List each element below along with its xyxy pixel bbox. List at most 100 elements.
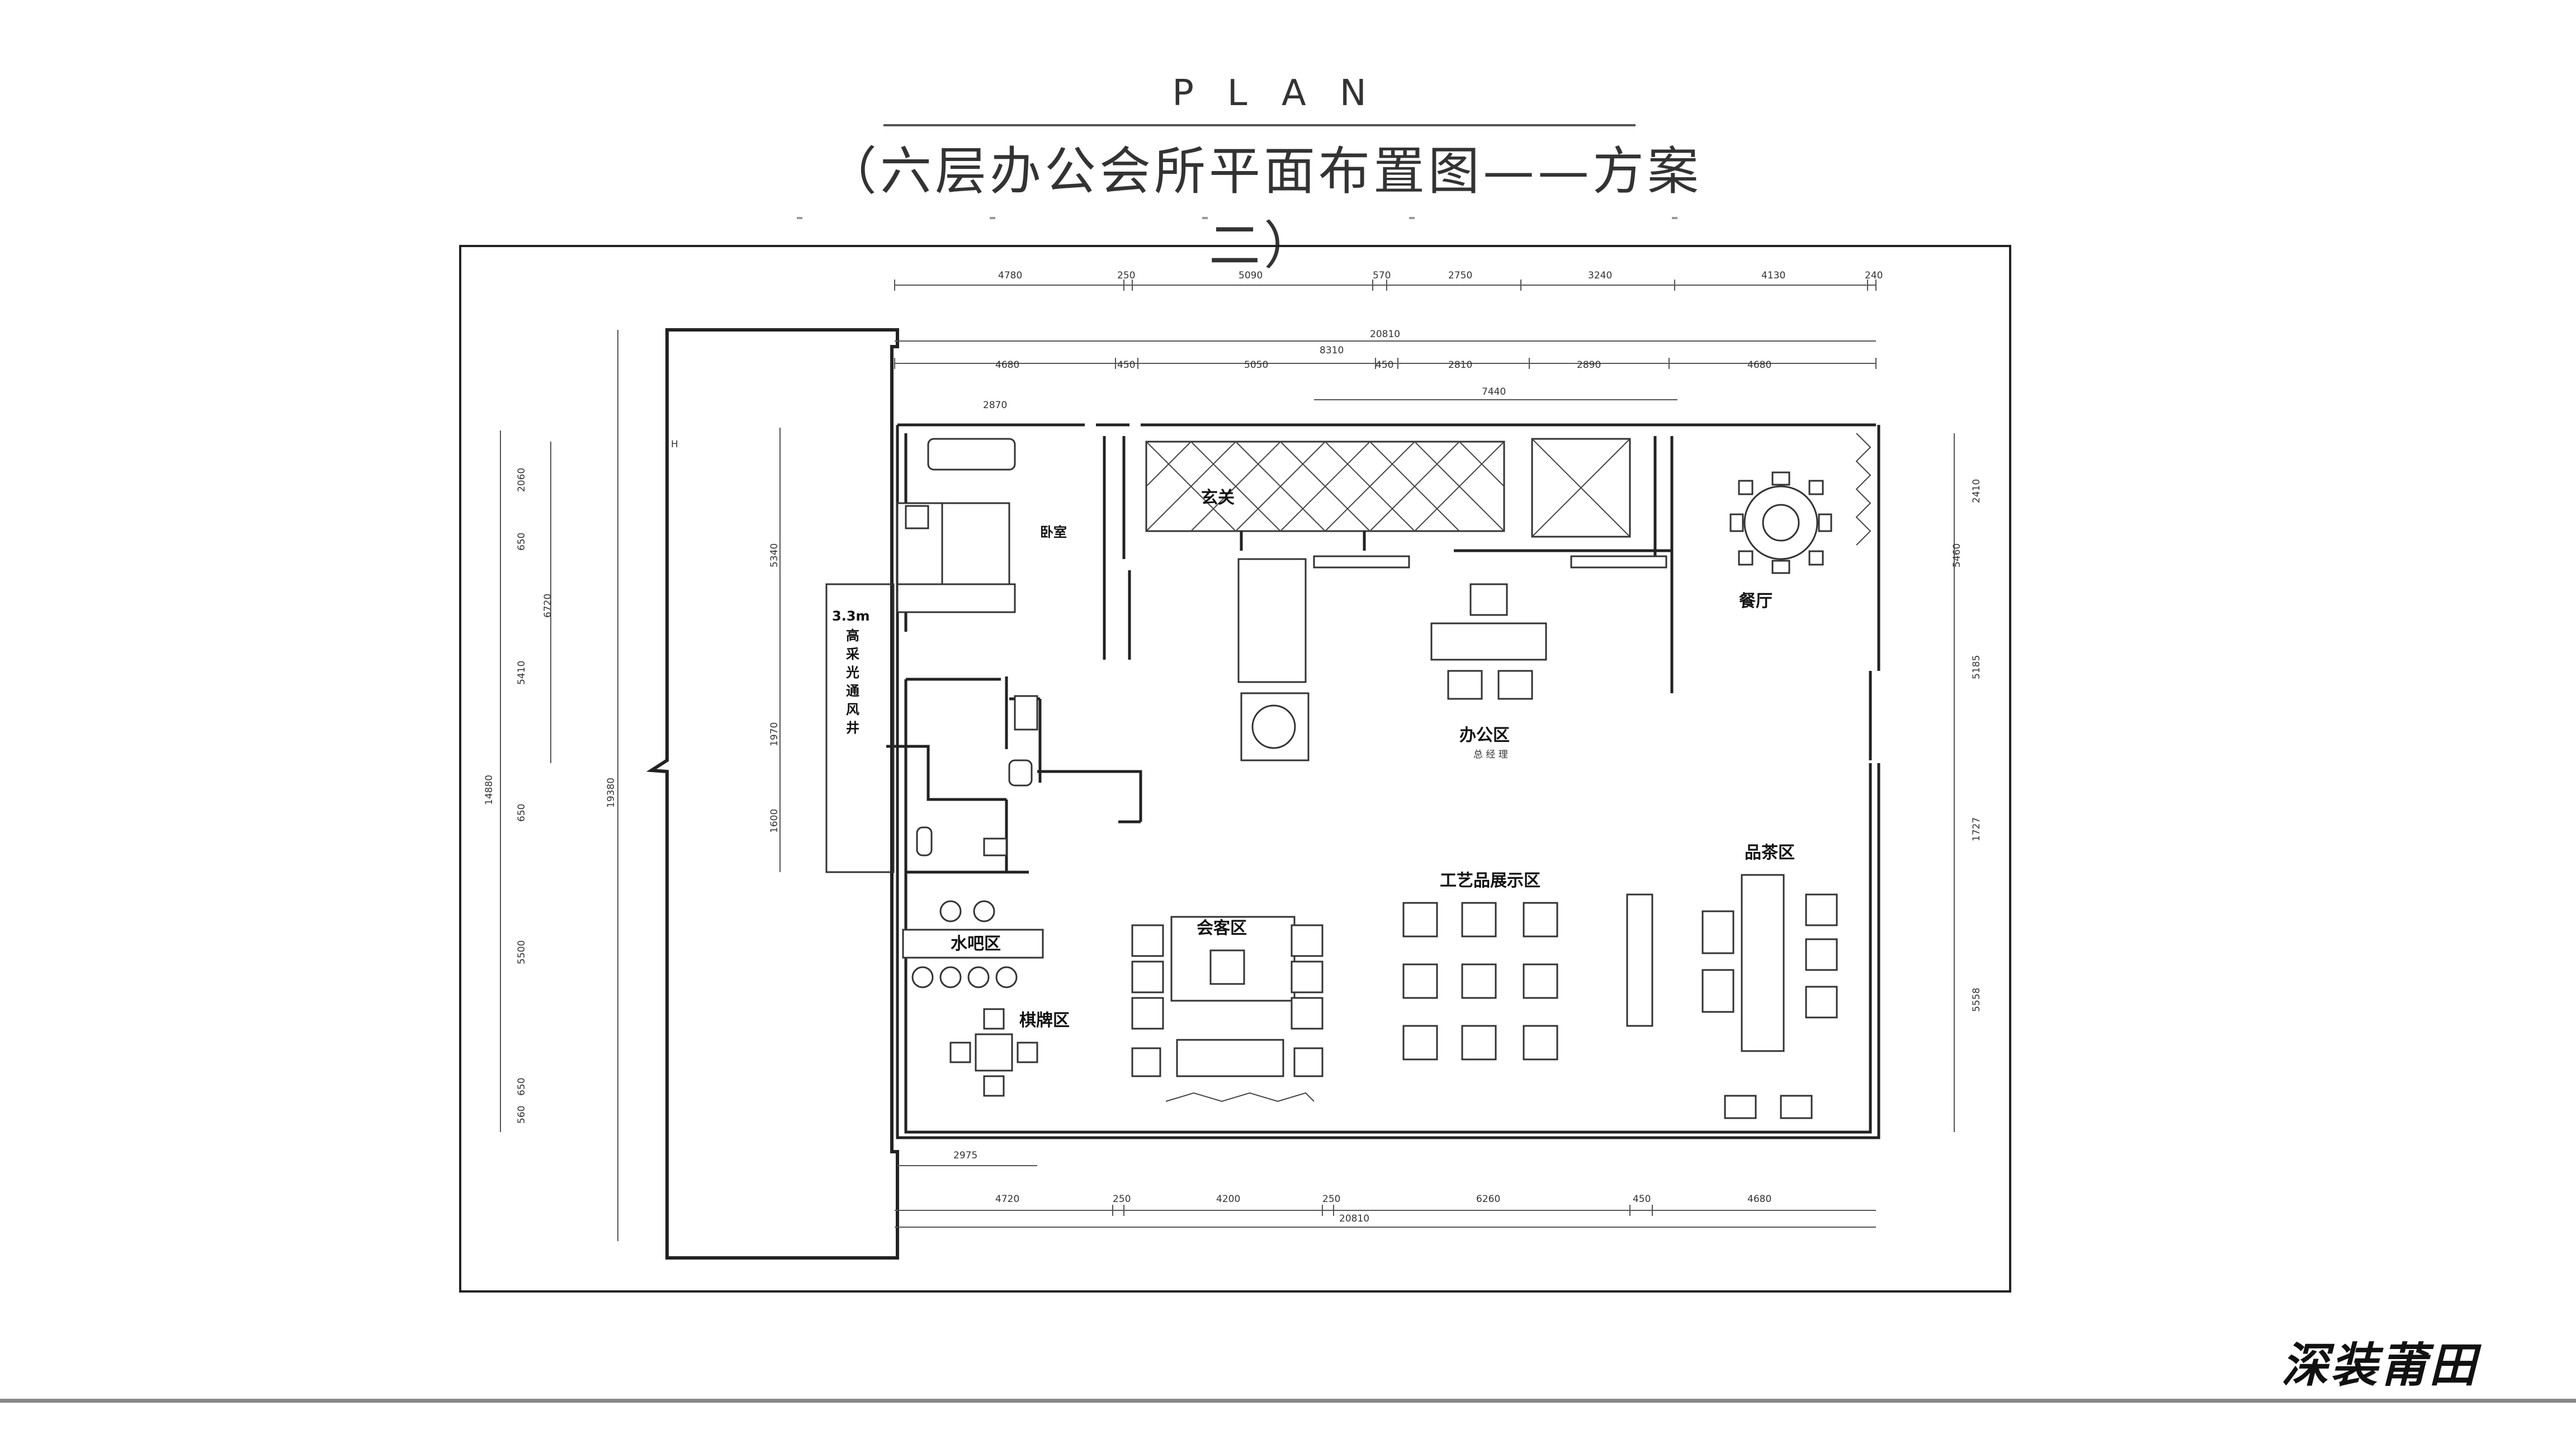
label-entrance: 玄关	[1201, 488, 1235, 508]
dim-top-4: 2750	[1448, 270, 1472, 281]
dim-row2-6: 4680	[1747, 359, 1771, 371]
label-reception: 会客区	[1197, 919, 1247, 938]
dim-row2-2: 5050	[1244, 359, 1268, 371]
water-bar	[902, 900, 1044, 988]
dim-bot-4: 6260	[1476, 1194, 1500, 1205]
dimension-texts-top: 4780 250 5090 570 2750 3240 4130 240 208…	[983, 270, 1883, 411]
dim-bot-total: 20810	[1339, 1213, 1369, 1224]
dimension-texts-right: 2410 5460 5185 1727 5558	[1951, 479, 1982, 1012]
folding-door	[1855, 433, 1871, 546]
dim-top-sub: 8310	[1320, 345, 1344, 356]
dim-top-3: 570	[1373, 270, 1391, 281]
dim-top-total: 20810	[1370, 329, 1400, 340]
dim-left-total: 14880	[484, 775, 495, 805]
window-grille-2	[1570, 555, 1667, 569]
dim-inner-1: 1970	[769, 722, 780, 746]
label-shaft-4: 风	[846, 702, 859, 717]
drawing-frame	[459, 245, 2011, 1293]
dim-left-4: 5500	[516, 940, 527, 964]
dim-right-0: 2410	[1971, 479, 1982, 503]
dim-left-mid: 6720	[542, 594, 554, 618]
dim-row2-3: 450	[1376, 359, 1393, 371]
dim-row2-1: 450	[1117, 359, 1135, 371]
label-bedroom: 卧室	[1040, 524, 1067, 540]
label-shaft-5: 井	[846, 720, 859, 736]
basin-1	[983, 837, 1008, 856]
dim-top-6: 4130	[1761, 270, 1785, 281]
plan-subtitle: （六层办公会所平面布置图——方案二）	[825, 141, 1702, 276]
footer-rule	[0, 1399, 2576, 1403]
dim-inner-2: 1600	[769, 809, 780, 833]
dim-top-1: 250	[1117, 270, 1135, 281]
label-chess: 棋牌区	[1019, 1011, 1070, 1030]
chess-table	[949, 1008, 1038, 1097]
window-grilles	[1313, 555, 1410, 569]
label-tea: 品茶区	[1745, 843, 1795, 863]
label-office: 办公区	[1459, 726, 1510, 745]
dimension-texts-left: 2060 650 5410 650 5500 650 560 6720 1488…	[484, 468, 780, 1124]
dim-row2-4: 2810	[1448, 359, 1472, 371]
label-shaft-0: 高	[846, 628, 859, 643]
dim-top-0: 4780	[998, 270, 1022, 281]
nightstand-1	[905, 505, 929, 529]
crafts-display-grid	[1402, 893, 1653, 1061]
dim-right-1: 5460	[1951, 543, 1963, 567]
guest-chair-1	[1447, 670, 1483, 700]
dimension-texts-bottom: 4720 250 4200 250 6260 450 4680 20810 29…	[953, 1150, 1771, 1224]
dim-row2-0: 4680	[995, 359, 1019, 371]
dining-table	[1729, 471, 1832, 574]
bathtub	[927, 438, 1016, 471]
dim-bedroom: 2870	[983, 400, 1007, 411]
tea-set	[1701, 874, 1838, 1119]
plan-title: PLAN	[1172, 73, 1400, 114]
dim-bot-3: 250	[1322, 1194, 1340, 1205]
guest-chair-2	[1497, 670, 1533, 700]
dim-left-6: 560	[516, 1106, 527, 1124]
entrance-pattern	[1146, 441, 1505, 532]
dim-bot-left: 2975	[953, 1150, 977, 1161]
dim-left-3: 650	[516, 804, 527, 822]
label-dining: 餐厅	[1739, 591, 1773, 611]
dim-left-5: 650	[516, 1078, 527, 1096]
dim-left-2: 5410	[516, 661, 527, 685]
dim-row2-5: 2890	[1577, 359, 1601, 371]
toilet-1	[916, 826, 933, 856]
dim-inner-0: 5340	[769, 543, 780, 567]
bedroom-desk	[896, 583, 1016, 613]
dim-bot-5: 450	[1633, 1194, 1651, 1205]
label-shaft-3: 通	[846, 683, 859, 699]
title-dots	[797, 217, 1677, 219]
reception-set	[1131, 916, 1324, 1102]
label-crafts: 工艺品展示区	[1440, 871, 1540, 891]
lounge-sofa	[1237, 558, 1307, 683]
building-outer-wall	[896, 423, 1880, 1139]
label-shaft-2: 光	[845, 665, 859, 680]
dim-right-2: 5185	[1971, 655, 1982, 679]
dim-top-2: 5090	[1239, 270, 1263, 281]
light-shaft-outline	[646, 328, 899, 1260]
dim-left-overall: 19380	[606, 778, 617, 808]
dim-right-4: 5558	[1971, 988, 1982, 1012]
dim-top-5: 3240	[1588, 270, 1612, 281]
label-office-sub: 总 经 理	[1473, 749, 1508, 760]
dim-bot-6: 4680	[1747, 1194, 1771, 1205]
office-chair-back	[1469, 583, 1508, 616]
dim-row3: 7440	[1482, 386, 1506, 397]
toilet-2	[1008, 759, 1033, 787]
label-shaft-height: 3.3m	[832, 608, 870, 624]
title-rule	[883, 124, 1636, 126]
shaft-box	[825, 583, 895, 873]
dim-right-3: 1727	[1971, 817, 1982, 841]
dimension-lines-top	[500, 280, 1955, 1241]
dim-bot-2: 4200	[1216, 1194, 1240, 1205]
office-desk	[1430, 622, 1547, 661]
elevator-cross	[1532, 438, 1630, 537]
dim-bot-0: 4720	[995, 1194, 1019, 1205]
dim-left-1: 650	[516, 533, 527, 551]
dim-bot-1: 250	[1113, 1194, 1131, 1205]
basin-2	[1014, 695, 1038, 731]
label-shaft-1: 采	[846, 646, 859, 662]
shaft-mark: H	[671, 439, 678, 450]
round-table	[1251, 704, 1296, 749]
